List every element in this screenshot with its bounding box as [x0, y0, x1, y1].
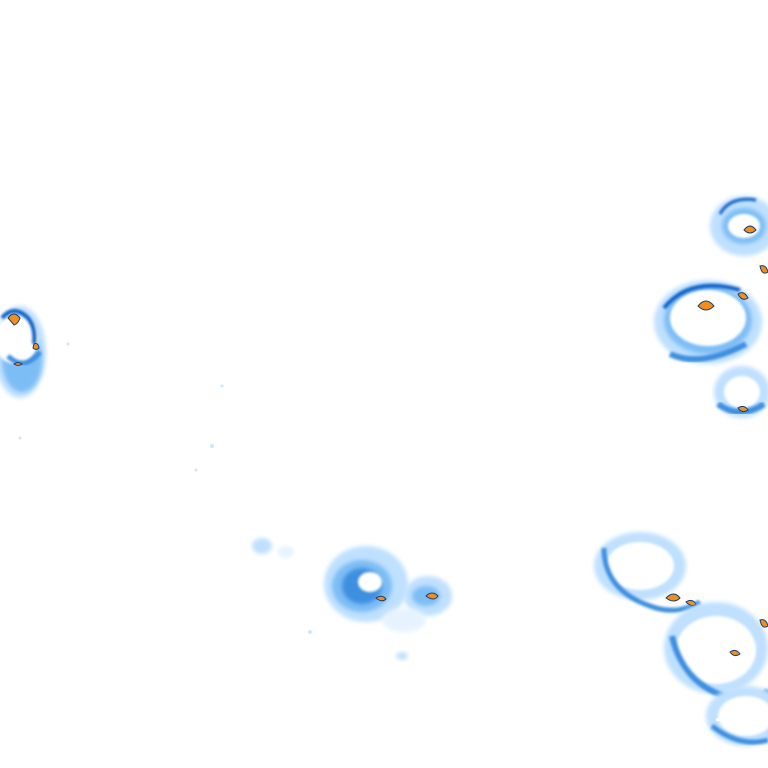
hotspot	[759, 265, 768, 274]
hotspot	[32, 343, 40, 350]
hotspot	[737, 292, 749, 300]
storm-cluster-upper-right	[654, 196, 768, 418]
hotspot	[425, 592, 439, 600]
hotspot	[743, 225, 757, 234]
storm-line-lower-right	[594, 532, 768, 746]
hotspot	[665, 593, 681, 602]
hotspot	[685, 599, 697, 607]
hotspot	[13, 362, 23, 366]
hotspot	[759, 619, 768, 628]
storm-cell-bottom-center	[252, 538, 452, 660]
scattered-echoes	[18, 342, 312, 634]
storm-cell-left	[0, 306, 46, 398]
hotspot	[375, 595, 387, 602]
hotspot	[729, 649, 741, 657]
hotspot	[737, 405, 749, 413]
hotspot	[697, 300, 715, 311]
hotspot	[7, 313, 21, 326]
